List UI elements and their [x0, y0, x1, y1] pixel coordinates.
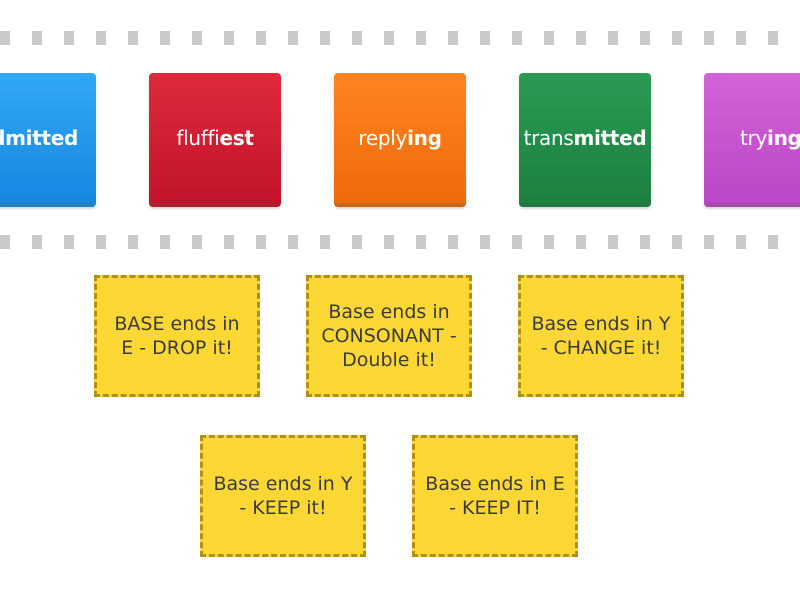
word-tile-text-bold: ing: [767, 126, 800, 150]
word-tile-text-normal: trans: [523, 126, 574, 150]
rule-label: Base ends in E - KEEP IT!: [425, 473, 565, 519]
word-tile-text-bold: mitted: [573, 126, 647, 150]
word-tile-text-normal: fluffi: [176, 126, 220, 150]
rule-drop-zone-change-y[interactable]: Base ends in Y - CHANGE it!: [518, 275, 684, 397]
rule-drop-zone-drop-e[interactable]: BASE ends in E - DROP it!: [94, 275, 260, 397]
word-tile-text-normal: try: [740, 126, 768, 150]
word-tile-text-bold: est: [219, 126, 254, 150]
word-tile-text-bold: ing: [407, 126, 442, 150]
rule-drop-zone-double-consonant[interactable]: Base ends in CONSONANT - Double it!: [306, 275, 472, 397]
word-tile-admitted[interactable]: dmitted: [0, 73, 96, 207]
drop-zone-divider-bottom: [0, 235, 800, 249]
rule-label: Base ends in CONSONANT - Double it!: [321, 301, 457, 371]
word-tile-text-bold: dmitted: [0, 126, 78, 150]
drop-zone-divider-top: [0, 31, 800, 45]
word-tile-text-normal: reply: [358, 126, 408, 150]
rule-drop-zone-keep-e[interactable]: Base ends in E - KEEP IT!: [412, 435, 578, 557]
rule-drop-zone-keep-y[interactable]: Base ends in Y - KEEP it!: [200, 435, 366, 557]
rule-label: BASE ends in E - DROP it!: [114, 313, 240, 359]
rule-label: Base ends in Y - KEEP it!: [213, 473, 353, 519]
rule-label: Base ends in Y - CHANGE it!: [531, 313, 671, 359]
